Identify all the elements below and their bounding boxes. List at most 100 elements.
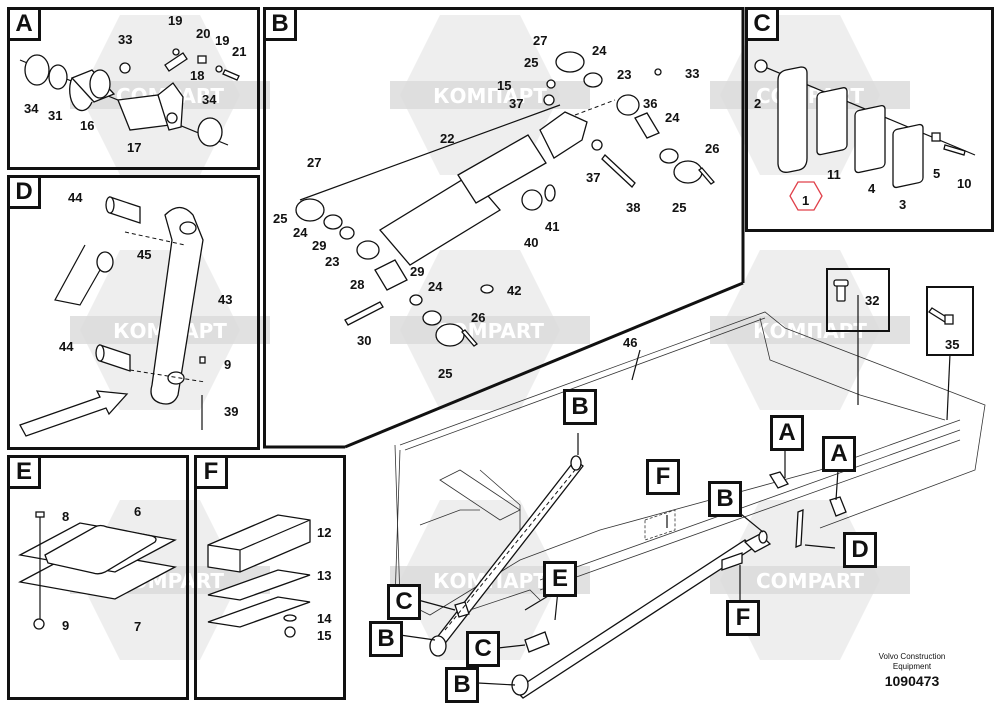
washer-37b — [591, 139, 603, 151]
ring-29-left — [339, 226, 355, 240]
panel-c-letter: C — [748, 10, 779, 41]
pin-44-bottom — [99, 344, 131, 372]
bushing-16-end — [89, 69, 111, 99]
label-19a: 19 — [168, 13, 182, 28]
seal-24-right2 — [659, 148, 679, 164]
leader-35 — [946, 353, 951, 421]
link-43 — [150, 206, 204, 405]
label-25-left: 25 — [273, 211, 287, 226]
label-2: 2 — [754, 96, 761, 111]
label-26-bottom: 26 — [471, 310, 485, 325]
sleeve-36 — [634, 112, 660, 139]
part-f — [721, 552, 743, 571]
company-name-line2: Equipment — [892, 662, 932, 671]
callout-b-bottom[interactable]: B — [445, 667, 479, 703]
label-19b: 19 — [215, 33, 229, 48]
panel-d-labels: 44 45 43 44 9 39 — [59, 190, 238, 419]
panel-f-parts — [207, 514, 311, 638]
panel-b-letter: B — [266, 10, 297, 41]
nipple-33 — [654, 68, 662, 76]
spacer-5 — [931, 132, 941, 142]
label-29-left: 29 — [312, 238, 326, 253]
panel-b-diagonal-edge — [344, 281, 744, 449]
nut-9 — [33, 618, 45, 630]
panel-b: B — [263, 7, 743, 447]
panel-c-parts — [754, 59, 976, 211]
panel-b-parts — [295, 51, 715, 347]
highlight-hexagon — [789, 181, 823, 211]
panel-e-letter: E — [10, 458, 41, 489]
label-5: 5 — [933, 166, 940, 181]
label-44-bottom: 44 — [59, 339, 74, 354]
nut-15 — [546, 79, 556, 89]
label-23-top: 23 — [617, 67, 631, 82]
label-24-left: 24 — [293, 225, 308, 240]
label-27-left: 27 — [307, 155, 321, 170]
watermark-text: КОМПАРТ — [433, 84, 547, 108]
part-f-dashed — [644, 509, 676, 541]
label-24-top: 24 — [592, 43, 607, 58]
label-25-right: 25 — [672, 200, 686, 215]
label-18: 18 — [190, 68, 204, 83]
plate-18 — [164, 52, 188, 72]
callout-c-bottom[interactable]: C — [466, 631, 500, 667]
detail-32-bolt — [833, 279, 849, 302]
callout-f-top[interactable]: F — [646, 459, 680, 495]
label-37b: 37 — [586, 170, 600, 185]
detail-box-32 — [826, 268, 890, 332]
label-9: 9 — [62, 618, 69, 633]
label-41: 41 — [545, 219, 559, 234]
cover-40 — [521, 189, 543, 211]
cylinder-left-end — [429, 635, 447, 657]
callout-b-left[interactable]: B — [369, 621, 403, 657]
plate-13b — [207, 596, 311, 628]
plate-3 — [892, 123, 924, 189]
callout-a-1[interactable]: A — [770, 415, 804, 451]
label-29-right: 29 — [410, 264, 424, 279]
label-16: 16 — [80, 118, 94, 133]
callout-f-bottom[interactable]: F — [726, 600, 760, 636]
panel-f-labels: 12 13 14 15 — [317, 525, 332, 643]
plate-25-right — [673, 160, 703, 184]
label-1: 1 — [802, 193, 809, 208]
shim-4 — [854, 104, 886, 174]
label-25-bottom: 25 — [438, 366, 452, 381]
spacer-20 — [197, 55, 207, 64]
seal-31 — [48, 64, 68, 90]
seal-34-left — [24, 54, 50, 86]
part-c2 — [524, 631, 550, 653]
label-12: 12 — [317, 525, 331, 540]
panel-f: F — [194, 455, 346, 700]
callout-d[interactable]: D — [843, 532, 877, 568]
panel-a-parts — [19, 48, 240, 147]
callout-c-top[interactable]: C — [387, 584, 421, 620]
callout-a-2[interactable]: A — [822, 436, 856, 472]
seal-41 — [544, 184, 556, 202]
plate-25-bottom — [435, 323, 465, 347]
label-34a: 34 — [24, 101, 39, 116]
label-15: 15 — [317, 628, 331, 643]
seal-34-right — [197, 117, 223, 147]
watermark-tile: КОМПАРТ — [390, 15, 590, 175]
label-36: 36 — [643, 96, 657, 111]
cylinder-22-eye — [539, 111, 588, 159]
plate-25-top — [555, 51, 585, 73]
label-32: 32 — [865, 293, 879, 308]
shim-11 — [816, 87, 848, 156]
label-42: 42 — [507, 283, 521, 298]
panel-d-letter: D — [10, 178, 41, 209]
pin-28 — [374, 259, 408, 291]
label-40: 40 — [524, 235, 538, 250]
label-28: 28 — [350, 277, 364, 292]
lock-pin-45 — [96, 251, 114, 273]
bolt-10 — [943, 144, 966, 156]
callout-b-mid[interactable]: B — [708, 481, 742, 517]
washer-14 — [283, 614, 297, 622]
label-35: 35 — [945, 337, 959, 352]
callout-b-top[interactable]: B — [563, 389, 597, 425]
label-17: 17 — [127, 140, 141, 155]
panel-e-parts — [18, 511, 177, 630]
callout-e[interactable]: E — [543, 561, 577, 597]
label-26-right: 26 — [705, 141, 719, 156]
bolt-26-right — [698, 167, 715, 185]
